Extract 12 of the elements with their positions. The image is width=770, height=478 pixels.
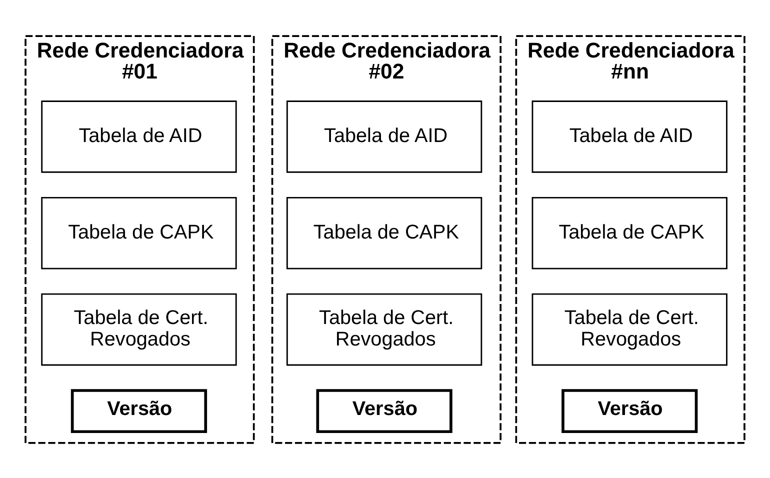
node-box: Tabela de Cert. Revogados [286,292,482,366]
node-box: Tabela de Cert. Revogados [532,292,728,366]
node-box: Tabela de CAPK [532,196,728,269]
node-box: Tabela de Cert. Revogados [41,292,237,366]
node-box: Versão [70,388,208,433]
node-box: Tabela de AID [286,100,482,172]
node-box: Tabela de AID [41,100,237,172]
node-box: Tabela de CAPK [41,196,237,269]
node-box: Versão [316,388,452,433]
node-box: Versão [562,388,698,433]
node-box: Tabela de AID [532,100,728,172]
node-box: Tabela de CAPK [286,196,482,269]
